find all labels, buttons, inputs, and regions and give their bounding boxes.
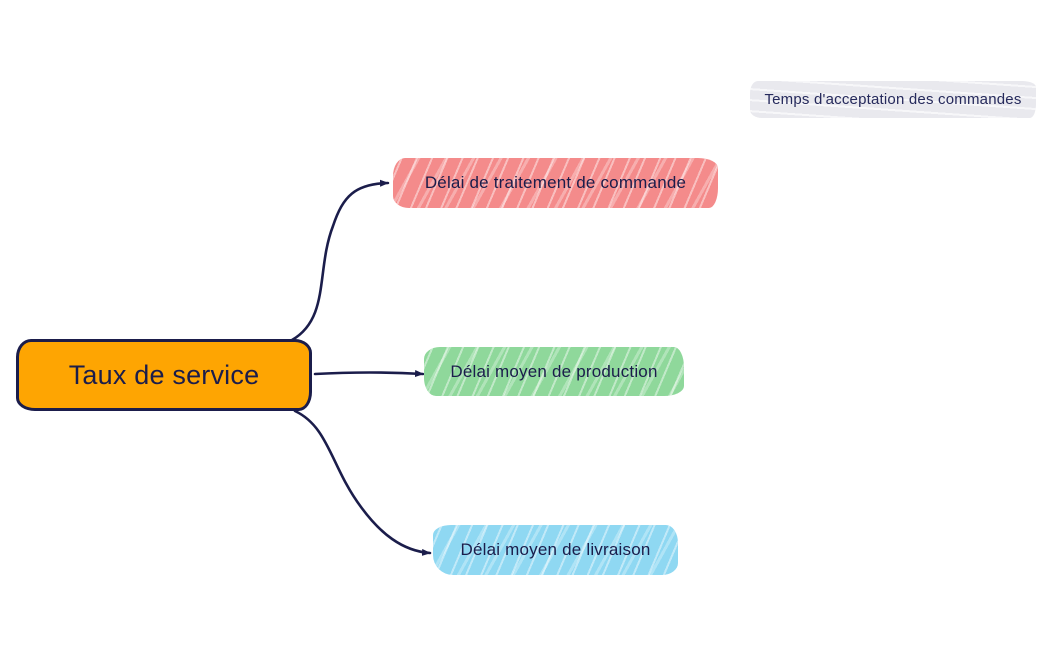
connector-root-to-green (313, 370, 425, 378)
child-node-label: Délai de traitement de commande (424, 173, 687, 192)
child-node-delai-traitement[interactable]: Délai de traitement de commande (393, 158, 718, 208)
root-node[interactable]: Taux de service (16, 339, 312, 411)
connector-root-to-red (290, 179, 390, 342)
connector-root-to-blue (293, 409, 432, 556)
child-node-label: Délai moyen de production (450, 361, 658, 381)
floating-node-temps-acceptation[interactable]: Temps d'acceptation des commandes (750, 81, 1036, 118)
child-node-delai-production[interactable]: Délai moyen de production (424, 347, 684, 396)
child-node-delai-livraison[interactable]: Délai moyen de livraison (433, 525, 678, 575)
child-node-label: Délai moyen de livraison (460, 540, 651, 559)
floating-node-label: Temps d'acceptation des commandes (764, 91, 1022, 108)
root-node-label: Taux de service (68, 359, 260, 390)
